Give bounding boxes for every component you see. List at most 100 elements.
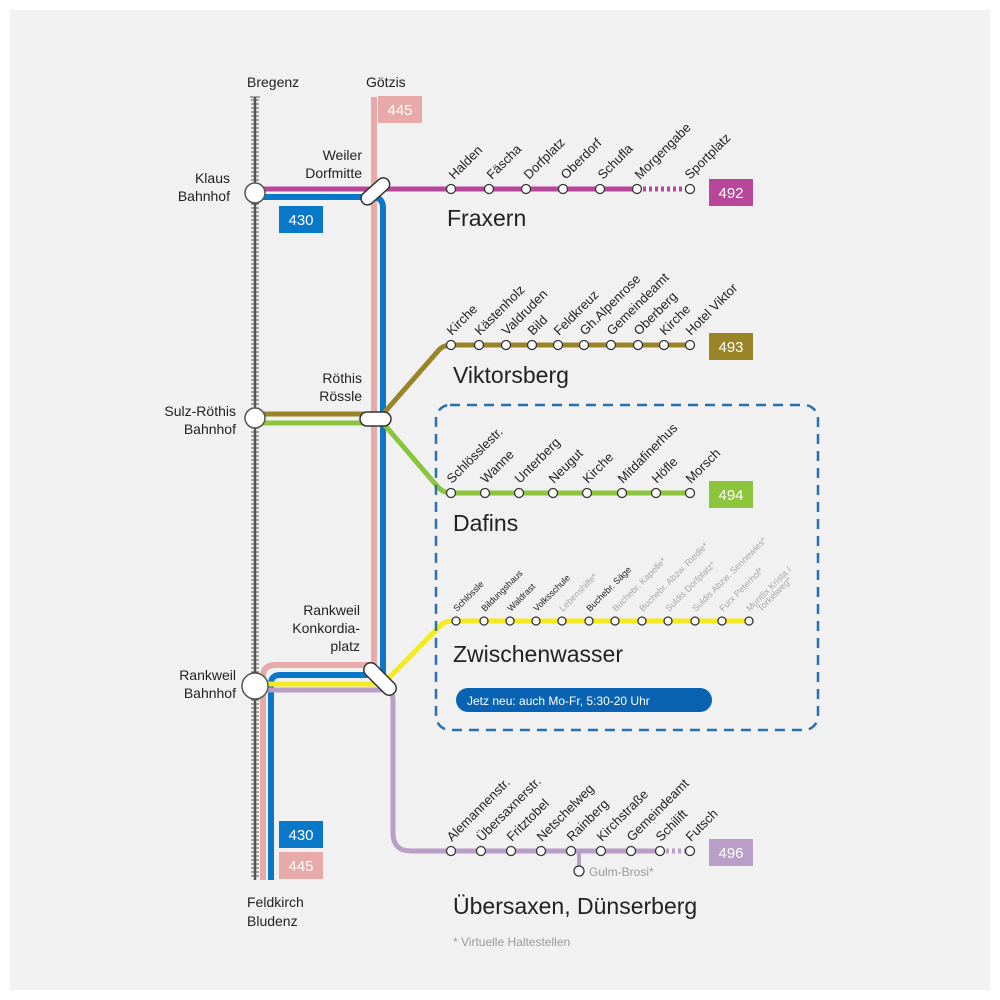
rankweil-konkordiaplatz-marker[interactable] xyxy=(361,660,399,698)
dafins-stop-label-8: Morsch xyxy=(683,445,724,486)
station-konk-3: platz xyxy=(330,638,360,654)
viktorsberg-stop-6[interactable] xyxy=(578,339,590,351)
uebersaxen-stop-3[interactable] xyxy=(505,845,517,857)
viktorsberg-stop-3[interactable] xyxy=(500,339,512,351)
line-430 xyxy=(255,194,386,880)
station-sulz-1: Sulz-Röthis xyxy=(164,403,236,419)
fraxern-stop-label-7: Sportplatz xyxy=(682,130,734,182)
klaus-bahnhof-marker[interactable] xyxy=(244,182,266,204)
badge-492-label: 492 xyxy=(718,185,743,202)
zwischenwasser-stop-8[interactable] xyxy=(637,616,647,626)
viktorsberg-stop-9[interactable] xyxy=(658,339,670,351)
station-weiler-2: Dorfmitte xyxy=(305,165,362,181)
viktorsberg-stop-10[interactable] xyxy=(684,339,696,351)
dafins-stop-7[interactable] xyxy=(650,487,662,499)
uebersaxen-stop-4[interactable] xyxy=(535,845,547,857)
destination-zwischenwasser: Zwischenwasser xyxy=(453,641,623,667)
badge-430-bottom[interactable]: 430 xyxy=(279,821,323,848)
viktorsberg-stop-4[interactable] xyxy=(526,339,538,351)
badge-496[interactable]: 496 xyxy=(709,839,753,866)
badge-430-top-label: 430 xyxy=(288,212,313,229)
station-rankweil-bf-1: Rankweil xyxy=(179,667,236,683)
dafins-stop-label-6: Mitdafinerhus xyxy=(615,420,681,486)
dafins-stop-5[interactable] xyxy=(581,487,593,499)
dafins-stop-8[interactable] xyxy=(684,487,696,499)
dafins-stop-6[interactable] xyxy=(616,487,628,499)
stop-gulm-brosi[interactable] xyxy=(573,865,585,877)
station-klaus-2: Bahnhof xyxy=(178,188,230,204)
uebersaxen-stop-label-9: Futsch xyxy=(683,806,721,844)
badge-430-top[interactable]: 430 xyxy=(279,206,323,233)
viktorsberg-stop-label-1: Kirche xyxy=(444,301,481,338)
badge-445-top[interactable]: 445 xyxy=(378,96,422,123)
new-service-notice-text: Jetz neu: auch Mo-Fr, 5:30-20 Uhr xyxy=(467,694,650,708)
station-konk-1: Rankweil xyxy=(303,602,360,618)
new-service-area-box xyxy=(434,403,820,732)
fraxern-stop-5[interactable] xyxy=(594,183,606,195)
zwischenwasser-stop-2[interactable] xyxy=(479,616,489,626)
dafins-stop-label-7: Höfle xyxy=(649,454,681,486)
badge-493[interactable]: 493 xyxy=(709,333,753,360)
station-weiler-1: Weiler xyxy=(323,147,363,163)
destination-fraxern: Fraxern xyxy=(447,205,526,231)
zwischenwasser-stop-12[interactable] xyxy=(744,616,754,626)
badge-445-bottom-label: 445 xyxy=(288,858,313,875)
uebersaxen-stop-9[interactable] xyxy=(684,845,696,857)
badge-445-bottom[interactable]: 445 xyxy=(279,852,323,879)
new-service-notice: Jetz neu: auch Mo-Fr, 5:30-20 Uhr xyxy=(456,688,712,712)
viktorsberg-stop-8[interactable] xyxy=(632,339,644,351)
dafins-stop-1[interactable] xyxy=(445,487,457,499)
zwischenwasser-stop-5[interactable] xyxy=(557,616,567,626)
fraxern-stop-2[interactable] xyxy=(483,183,495,195)
station-rankweil-bf-2: Bahnhof xyxy=(184,685,236,701)
uebersaxen-stop-1[interactable] xyxy=(445,845,457,857)
fraxern-stop-label-2: Fäscha xyxy=(484,141,525,182)
uebersaxen-stop-7[interactable] xyxy=(625,845,637,857)
fraxern-stop-6[interactable] xyxy=(631,183,643,195)
dafins-stop-4[interactable] xyxy=(547,487,559,499)
station-konk-2: Konkordia- xyxy=(292,620,360,636)
station-sulz-2: Bahnhof xyxy=(184,421,236,437)
viktorsberg-stop-1[interactable] xyxy=(445,339,457,351)
destination-viktorsberg: Viktorsberg xyxy=(453,362,569,388)
fraxern-stop-1[interactable] xyxy=(445,183,457,195)
zwischenwasser-stop-10[interactable] xyxy=(690,616,700,626)
uebersaxen-stop-5[interactable] xyxy=(565,845,577,857)
sulz-roethis-bahnhof-marker[interactable] xyxy=(244,407,266,429)
fraxern-stop-4[interactable] xyxy=(557,183,569,195)
viktorsberg-stop-5[interactable] xyxy=(552,339,564,351)
rankweil-bahnhof-marker[interactable] xyxy=(241,672,269,700)
zwischenwasser-stop-1[interactable] xyxy=(451,616,461,626)
zwischenwasser-stop-11[interactable] xyxy=(717,616,727,626)
viktorsberg-stop-2[interactable] xyxy=(473,339,485,351)
roethis-roessle-marker[interactable] xyxy=(359,411,392,427)
uebersaxen-stop-2[interactable] xyxy=(475,845,487,857)
fraxern-stop-3[interactable] xyxy=(520,183,532,195)
badge-494-label: 494 xyxy=(718,487,743,504)
weiler-dorfmitte-marker[interactable] xyxy=(358,175,392,207)
uebersaxen-stop-8[interactable] xyxy=(654,845,666,857)
fraxern-stop-label-1: Halden xyxy=(446,142,486,182)
station-markers xyxy=(241,175,399,700)
badge-493-label: 493 xyxy=(718,339,743,356)
viktorsberg-stop-7[interactable] xyxy=(605,339,617,351)
badge-496-label: 496 xyxy=(718,845,743,862)
station-roethis-2: Rössle xyxy=(319,388,362,404)
zwischenwasser-stop-6[interactable] xyxy=(584,616,594,626)
dafins-stop-3[interactable] xyxy=(513,487,525,499)
uebersaxen-stop-6[interactable] xyxy=(595,845,607,857)
badge-494[interactable]: 494 xyxy=(709,481,753,508)
fraxern-stop-7[interactable] xyxy=(684,183,696,195)
stop-gulm-brosi-label: Gulm-Brosi* xyxy=(589,865,654,879)
zwischenwasser-stop-3[interactable] xyxy=(505,616,515,626)
zwischenwasser-stop-4[interactable] xyxy=(531,616,541,626)
terminal-bludenz: Bludenz xyxy=(247,913,298,929)
zwischenwasser-stop-7[interactable] xyxy=(610,616,620,626)
terminal-goetzis: Götzis xyxy=(366,74,406,90)
zwischenwasser-stop-9[interactable] xyxy=(663,616,673,626)
badge-492[interactable]: 492 xyxy=(709,179,753,206)
station-roethis-1: Röthis xyxy=(322,370,362,386)
badge-430-bottom-label: 430 xyxy=(288,827,313,844)
dafins-stop-2[interactable] xyxy=(479,487,491,499)
